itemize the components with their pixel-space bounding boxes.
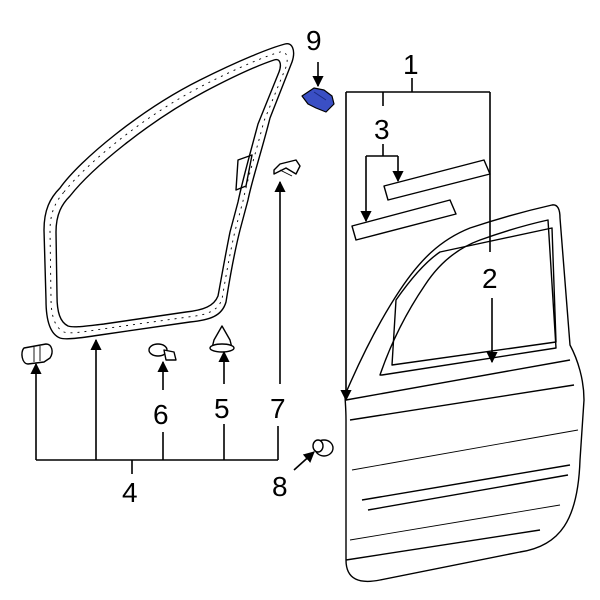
plug-part-8[interactable] bbox=[312, 439, 334, 457]
callout-9: 9 bbox=[306, 25, 322, 56]
callout-1: 1 bbox=[403, 49, 419, 80]
clip-part-7[interactable] bbox=[273, 159, 301, 177]
callout-2: 2 bbox=[482, 263, 498, 294]
leader-part-4 bbox=[30, 338, 279, 474]
callout-6: 6 bbox=[153, 399, 169, 430]
front-door-shell[interactable] bbox=[344, 204, 585, 583]
leader-part-3 bbox=[360, 144, 404, 223]
pin-part-6[interactable] bbox=[148, 343, 177, 361]
callout-3: 3 bbox=[374, 114, 390, 145]
leader-part-1 bbox=[340, 78, 491, 402]
callout-7: 7 bbox=[270, 393, 286, 424]
callout-8: 8 bbox=[272, 471, 288, 502]
callout-4: 4 bbox=[122, 477, 138, 508]
callout-5: 5 bbox=[214, 393, 230, 424]
clip-part-4-left[interactable] bbox=[21, 343, 53, 365]
door-opening-weatherstrip[interactable] bbox=[43, 43, 295, 340]
belt-molding-upper[interactable] bbox=[383, 159, 491, 201]
clip-part-5[interactable] bbox=[209, 325, 235, 353]
leader-part-8 bbox=[293, 451, 315, 471]
belt-molding-lower[interactable] bbox=[351, 199, 457, 241]
clip-part-9-highlighted[interactable] bbox=[301, 87, 335, 113]
